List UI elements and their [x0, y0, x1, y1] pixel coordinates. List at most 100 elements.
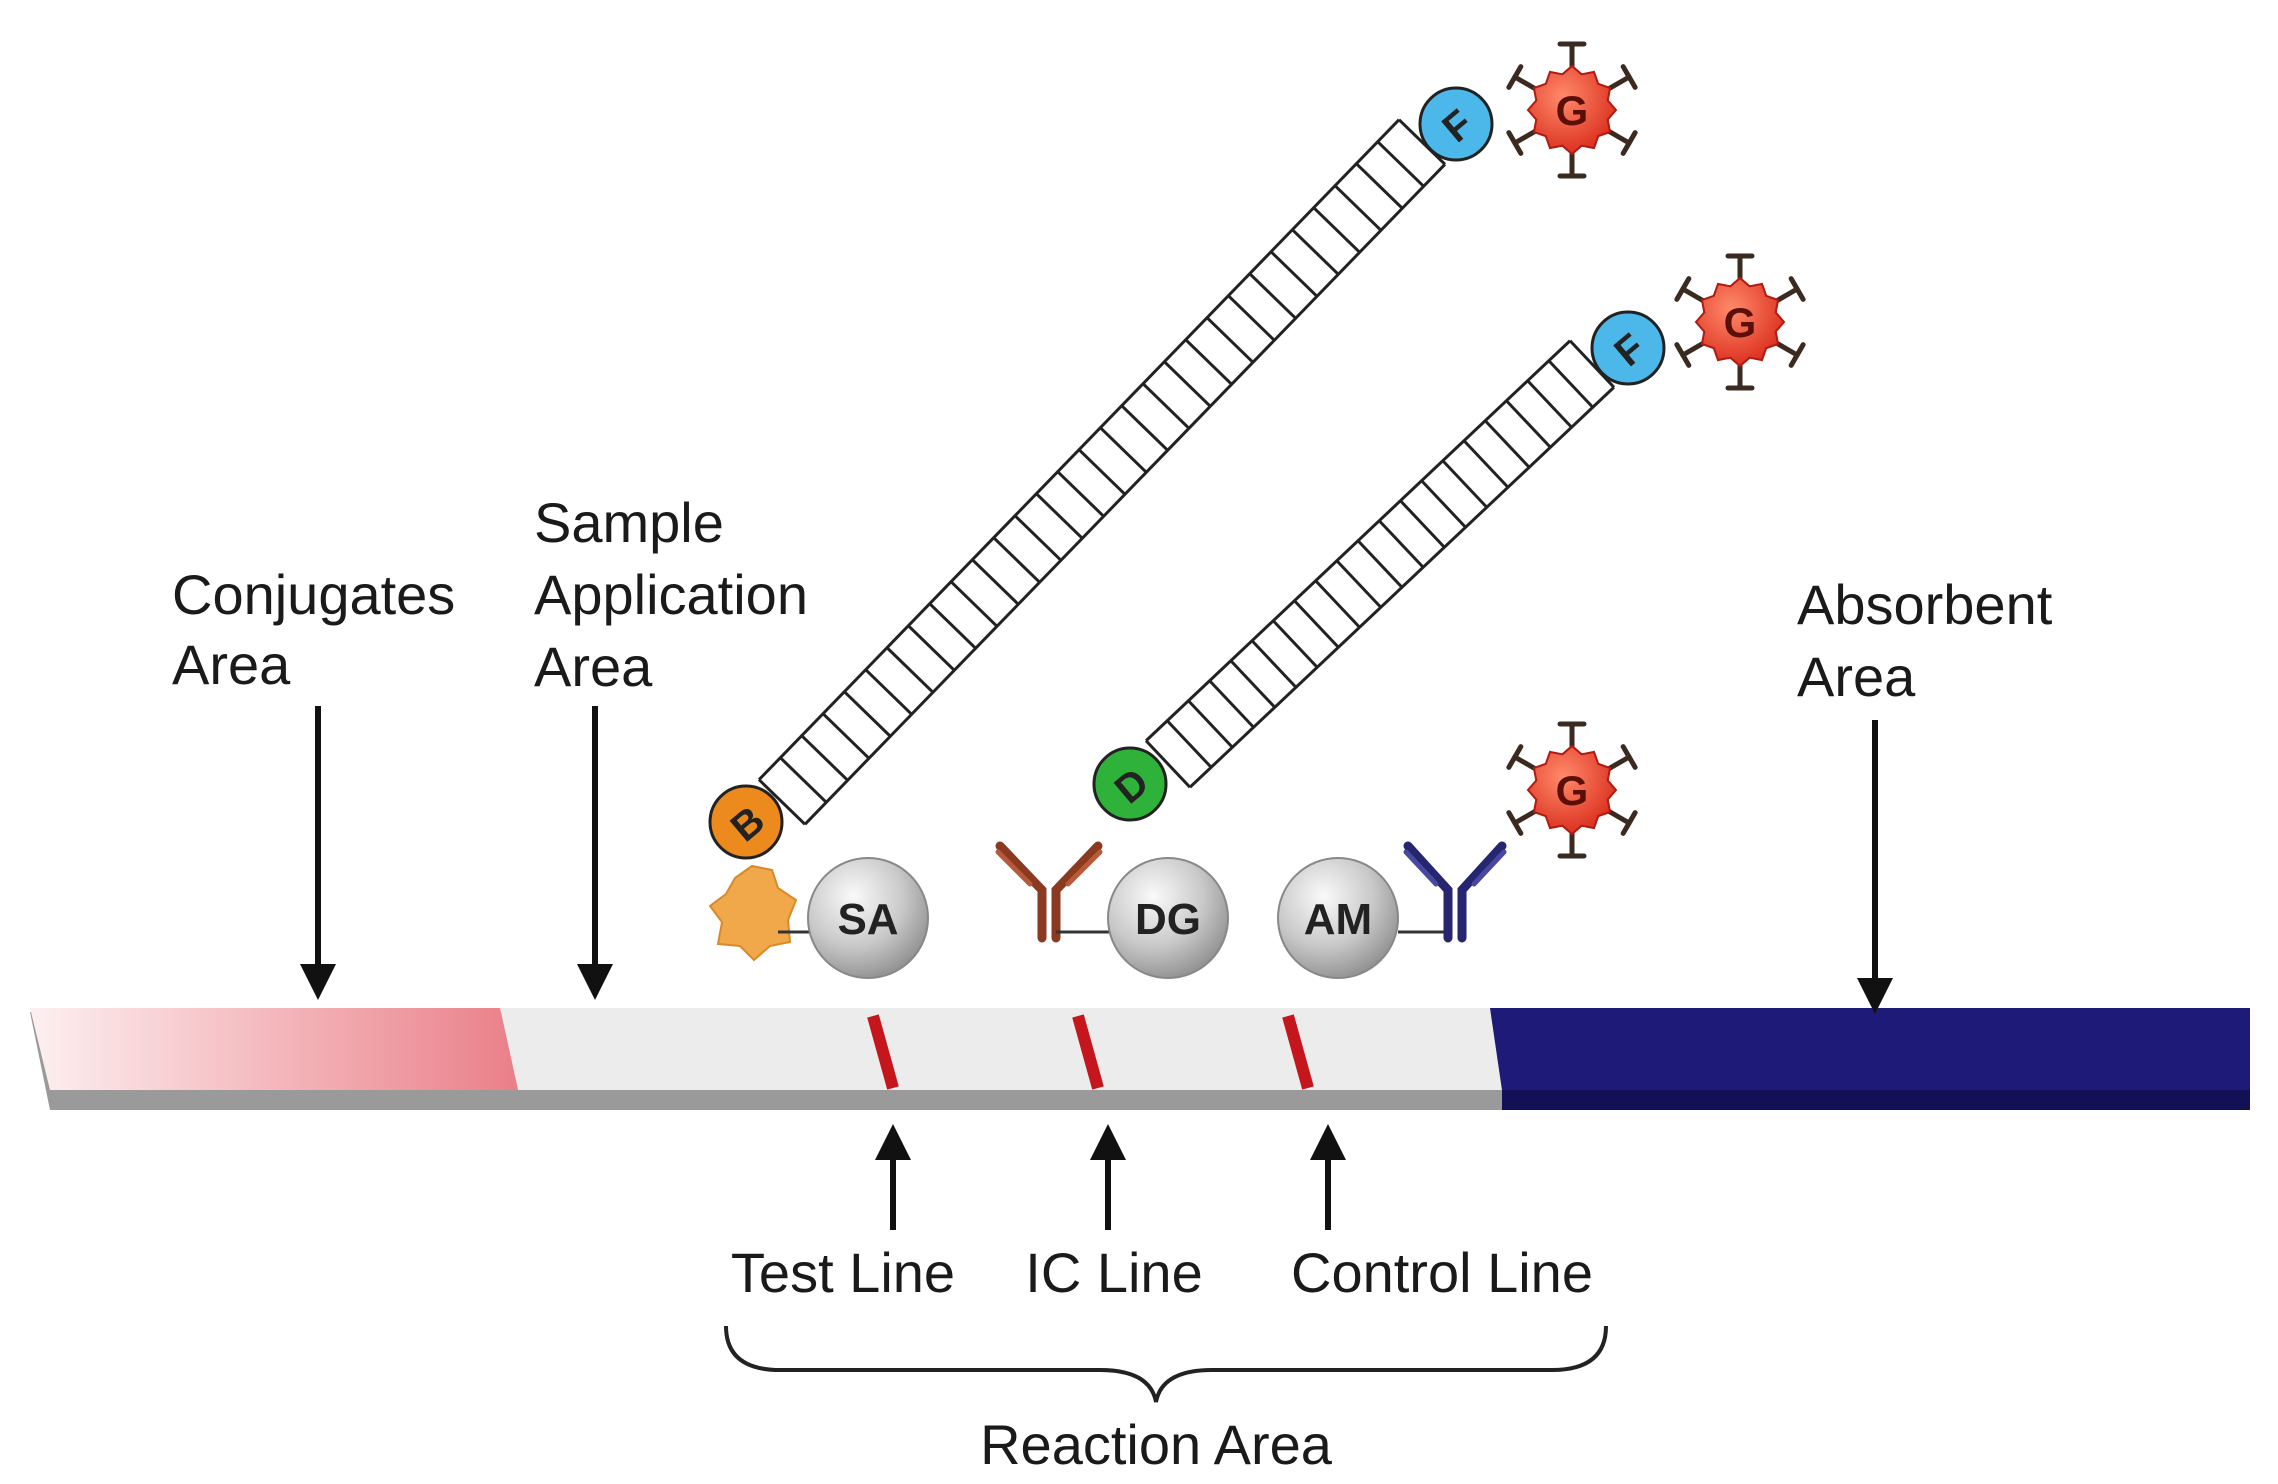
- ladder-rung: [1333, 184, 1383, 232]
- ladder-rung: [800, 734, 849, 782]
- absorbent-area-line-2: Area: [1797, 645, 1916, 708]
- tag-f-2: F: [1590, 310, 1666, 386]
- absorbent-area-line-1: Absorbent: [1797, 573, 2053, 636]
- ladder-rung: [1187, 699, 1234, 749]
- gold-particle-body: [1526, 744, 1618, 836]
- sa-bead-label: SA: [837, 895, 898, 944]
- gold-spike-cap: [1788, 342, 1806, 368]
- gold-particle-label: G: [1556, 87, 1589, 134]
- tag-d-circle: [1092, 746, 1168, 822]
- gold-particle-body: [1694, 276, 1786, 368]
- gold-particle-label: G: [1556, 767, 1589, 814]
- ladder-rung: [1013, 514, 1063, 562]
- ladder-rung: [757, 778, 807, 826]
- gold-spike-cap: [1620, 810, 1638, 836]
- sample-area-line-3: Area: [534, 635, 653, 698]
- dna-ladder-1: [757, 118, 1447, 826]
- gold-particle-2: G: [1674, 253, 1806, 391]
- reaction-area-label: Reaction Area: [980, 1413, 1333, 1476]
- ladder-rung: [843, 690, 892, 738]
- ladder-rung: [1291, 228, 1340, 276]
- ladder-rung: [779, 756, 828, 804]
- ladder-rung: [1505, 399, 1552, 449]
- absorbent-pad: [1490, 1008, 2250, 1090]
- gold-spike-cap: [1674, 342, 1692, 368]
- ladder-rung: [1314, 579, 1361, 629]
- sample-area-line-1: Sample: [534, 491, 724, 554]
- ladder-rung: [1205, 316, 1255, 364]
- ladder-rung: [1526, 379, 1573, 429]
- conjugate-pad: [30, 1008, 518, 1090]
- ladder-rung: [1397, 118, 1447, 166]
- dna-ladder-2: [1144, 339, 1616, 789]
- gold-spike-cap: [1506, 130, 1524, 156]
- conjugates-area-label: Conjugates Area: [172, 563, 471, 696]
- ladder-rung: [1293, 599, 1340, 649]
- ladder-rung: [907, 624, 956, 672]
- gold-spike-cap: [1506, 744, 1524, 770]
- ladder-rung: [1248, 272, 1297, 320]
- gold-particle-label: G: [1724, 299, 1757, 346]
- ladder-rung: [971, 558, 1020, 606]
- tag-b-circle: [708, 784, 784, 860]
- anti-digoxigenin-antibody-icon: [995, 841, 1103, 943]
- tag-f-2-circle: [1590, 310, 1666, 386]
- ladder-rung: [1484, 419, 1531, 469]
- ic-line-label: IC Line: [1025, 1241, 1202, 1304]
- biotin-star-icon: [708, 864, 798, 962]
- ladder-rung: [1399, 499, 1446, 549]
- gold-particle-1: G: [1506, 41, 1638, 179]
- ladder-rung: [1229, 659, 1276, 709]
- ladder-rung: [864, 668, 913, 716]
- gold-spike-cap: [1506, 810, 1524, 836]
- control-line-label: Control Line: [1291, 1241, 1593, 1304]
- ladder-rung: [1356, 539, 1404, 589]
- ladder-rung: [1227, 294, 1276, 342]
- membrane-pad: [500, 1008, 1502, 1090]
- sa-assembly: SA: [708, 857, 929, 979]
- ladder-rung: [885, 646, 935, 694]
- am-assembly: AM: [1277, 841, 1507, 979]
- absorbent-area-label: Absorbent Area: [1797, 573, 2068, 708]
- ladder-rung: [1462, 439, 1510, 489]
- ladder-rung: [1335, 559, 1382, 609]
- sa-bead: [807, 857, 929, 979]
- control-line-mark: [1282, 1014, 1314, 1090]
- dg-assembly: DG: [995, 841, 1229, 979]
- ladder-rung: [1250, 639, 1298, 689]
- ladder-rung: [1272, 619, 1319, 669]
- anti-mouse-antibody-icon: [1403, 841, 1507, 943]
- ladder-rung: [1166, 719, 1213, 769]
- tag-d: D: [1092, 746, 1168, 822]
- dg-bead: [1107, 857, 1229, 979]
- ladder-rung: [1144, 739, 1192, 789]
- ladder-rung: [1376, 140, 1425, 188]
- ladder-rung: [1077, 448, 1127, 496]
- conjugates-area-line-2: Area: [172, 633, 291, 696]
- ladder-rung: [1035, 492, 1084, 540]
- ladder-rung: [1163, 360, 1212, 408]
- gold-spike-cap: [1674, 276, 1692, 302]
- ladder-rung: [1420, 479, 1467, 529]
- tag-f-1-circle: [1418, 86, 1494, 162]
- gold-spike-cap: [1788, 276, 1806, 302]
- test-strip: [30, 1008, 2250, 1110]
- ladder-rung: [1378, 519, 1425, 569]
- sample-application-area-label: Sample Application Area: [534, 491, 824, 698]
- ladder-rung: [1120, 404, 1169, 452]
- gold-spike-cap: [1620, 130, 1638, 156]
- ladder-rung: [992, 536, 1041, 584]
- am-bead-label: AM: [1304, 895, 1372, 944]
- conjugates-area-line-1: Conjugates: [172, 563, 455, 626]
- gold-spike-cap: [1506, 64, 1524, 90]
- ic-line-mark: [1072, 1014, 1104, 1090]
- reaction-area-brace: [724, 1325, 1608, 1403]
- ladder-rung: [1184, 338, 1233, 386]
- tag-b: B: [708, 784, 784, 860]
- test-line-label: Test Line: [731, 1241, 955, 1304]
- ladder-rung: [1355, 162, 1404, 210]
- ladder-rung: [1208, 679, 1255, 729]
- ladder-rung: [1141, 382, 1191, 430]
- tag-f-1: F: [1418, 86, 1494, 162]
